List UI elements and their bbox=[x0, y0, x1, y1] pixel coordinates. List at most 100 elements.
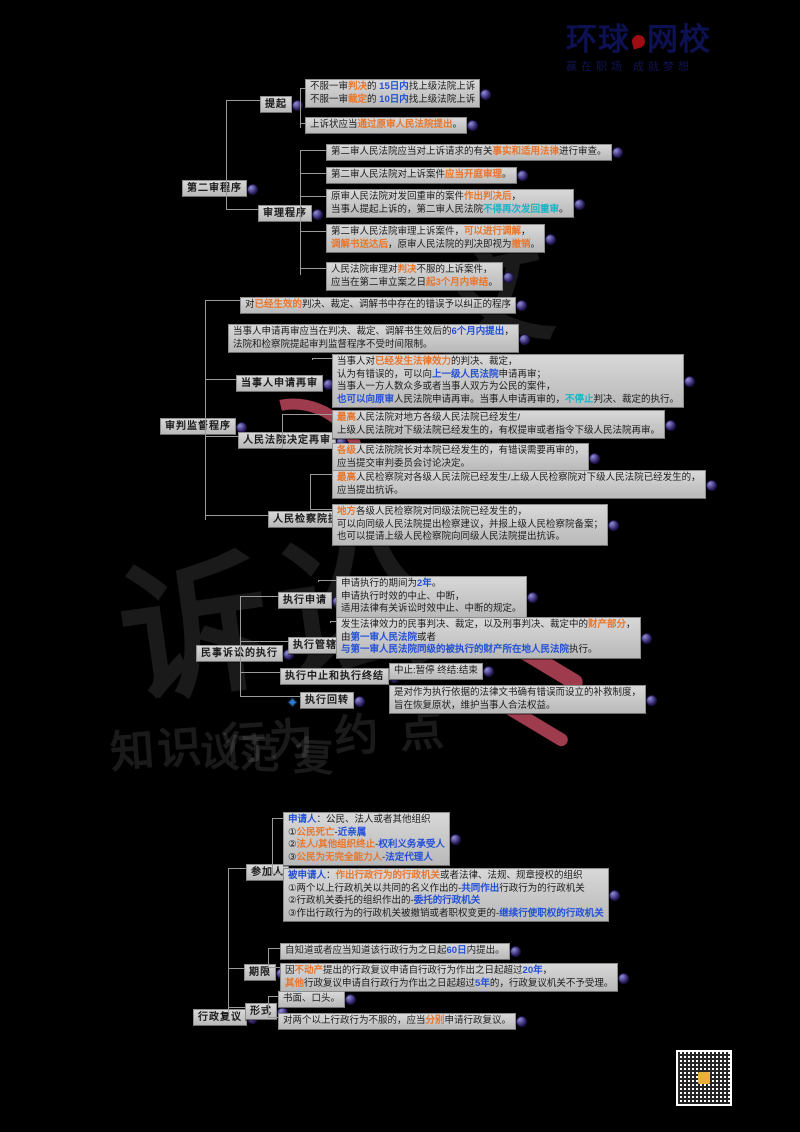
subnode-label-civil-execution-2[interactable]: 执行中止和执行终结 bbox=[280, 668, 389, 685]
branch-label-civil-execution[interactable]: 民事诉讼的执行 bbox=[196, 645, 283, 662]
text-run: 找上级法院上诉 bbox=[408, 81, 476, 92]
connector bbox=[240, 596, 241, 696]
leaf-admin-review-2-0[interactable]: 书面、口头。 bbox=[278, 991, 346, 1008]
text-run: ：公民、法人或者其他组织 bbox=[316, 814, 431, 825]
node-bullet-icon[interactable] bbox=[312, 208, 323, 220]
node-bullet-icon[interactable] bbox=[640, 632, 652, 644]
leaf-second-instance-1-0[interactable]: 第二审人民法院应当对上诉请求的有关事实和适用法律进行审查。 bbox=[326, 144, 612, 161]
text-run: 已经生效的 bbox=[254, 299, 303, 310]
node-bullet-icon[interactable] bbox=[236, 421, 247, 433]
text-run: 进行审查。 bbox=[559, 146, 607, 157]
subnode-label-trial-supervision-1[interactable]: 当事人申请再审 bbox=[236, 375, 323, 392]
node-bullet-icon[interactable] bbox=[526, 591, 538, 603]
subnode-label-civil-execution-3[interactable]: 执行回转 bbox=[300, 692, 354, 709]
node-bullet-icon[interactable] bbox=[345, 994, 357, 1006]
text-run: 起3个月内审结 bbox=[426, 276, 489, 288]
logo-text-right: 网校 bbox=[647, 22, 711, 58]
node-bullet-icon[interactable] bbox=[247, 183, 258, 195]
node-bullet-icon[interactable] bbox=[684, 376, 696, 387]
node-bullet-icon[interactable] bbox=[292, 99, 303, 111]
node-bullet-icon[interactable] bbox=[611, 147, 623, 159]
text-run: 各级人民检察院对同级法院已经发生的， bbox=[356, 506, 528, 517]
leaf-civil-execution-1-0[interactable]: 发生法律效力的民事判决、裁定，以及刑事判决、裁定中的财产部分，由第一审人民法院或… bbox=[336, 617, 641, 659]
leaf-trial-supervision-2-0[interactable]: 最高人民法院对地方各级人民法院已经发生/上级人民法院对下级法院已经发生的，有权提… bbox=[332, 410, 666, 439]
node-bullet-icon[interactable] bbox=[545, 233, 557, 245]
branch-label-admin-review[interactable]: 行政复议 bbox=[193, 1009, 247, 1026]
node-bullet-icon[interactable] bbox=[354, 695, 365, 707]
text-run: 公民死亡 bbox=[296, 826, 335, 838]
leaf-second-instance-1-3[interactable]: 第二审人民法院审理上诉案件，可以进行调解，调解书送达后，原审人民法院的判决即视为… bbox=[326, 224, 546, 253]
node-text-line: 审判监督程序 bbox=[165, 420, 231, 433]
leaf-civil-execution-3-0[interactable]: 是对作为执行依据的法律文书确有错误而设立的补救制度，旨在恢复原状，维护当事人合法… bbox=[389, 685, 647, 714]
node-text-line: ③作出行政行为的行政机关被撤销或者职权变更的-继续行使职权的行政机关 bbox=[288, 908, 604, 921]
text-run: 人民法院申请再审。当事人申请再审的， bbox=[394, 393, 566, 405]
leaf-trial-supervision-1-0[interactable]: 当事人对已经发生法律效力的判决、裁定，认为有错误的，可以向上一级人民法院申请再审… bbox=[332, 354, 685, 408]
text-run: 判决 bbox=[348, 81, 368, 92]
text-run: 权利义务承受人 bbox=[378, 839, 445, 850]
leaf-second-instance-0-0[interactable]: 不服一审判决的 15日内找上级法院上诉不服一审裁定的 10日内找上级法院上诉 bbox=[305, 79, 481, 108]
text-run: ， bbox=[521, 226, 531, 237]
leaf-admin-review-2-1[interactable]: 对两个以上行政行为不服的，应当分别申请行政复议。 bbox=[278, 1013, 517, 1030]
node-bullet-icon[interactable] bbox=[502, 271, 514, 283]
node-bullet-icon[interactable] bbox=[608, 890, 620, 901]
node-bullet-icon[interactable] bbox=[516, 170, 528, 182]
text-run: 或者法律、法规、规章授权的组织 bbox=[440, 870, 583, 881]
leaf-civil-execution-2-0[interactable]: 中止:暂停 终结:结束 bbox=[389, 663, 483, 680]
text-run: 地方 bbox=[337, 506, 357, 517]
leaf-second-instance-1-1[interactable]: 第二审人民法院对上诉案件应当开庭审理。 bbox=[326, 167, 517, 184]
leaf-trial-supervision-0-1[interactable]: 当事人申请再审应当在判决、裁定、调解书生效后的6个月内提出，法院和检察院提起审判… bbox=[228, 324, 519, 353]
node-bullet-icon[interactable] bbox=[518, 333, 530, 345]
branch-label-second-instance[interactable]: 第二审程序 bbox=[182, 180, 247, 197]
subnode-label-second-instance-0[interactable]: 提起 bbox=[260, 96, 292, 113]
leaf-trial-supervision-3-0[interactable]: 最高人民检察院对各级人民法院已经发生/上级人民检察院对下级人民法院已经发生的，应… bbox=[332, 470, 706, 499]
node-bullet-icon[interactable] bbox=[516, 300, 528, 312]
node-bullet-icon[interactable] bbox=[608, 519, 620, 531]
text-run: 人民检察院对各级人民法院已经发生/上级人民检察院对下级人民法院已经发生的， bbox=[356, 472, 701, 483]
node-text-line: 书面、口头。 bbox=[283, 993, 340, 1006]
node-bullet-icon[interactable] bbox=[480, 88, 492, 100]
node-bullet-icon[interactable] bbox=[646, 694, 658, 706]
node-bullet-icon[interactable] bbox=[482, 666, 494, 678]
leaf-admin-review-1-1[interactable]: 因不动产提出的行政复议申请自行政行为作出之日起超过20年，其他行政复议申请自行政… bbox=[280, 963, 619, 992]
leaf-second-instance-0-1[interactable]: 上诉状应当通过原审人民法院提出。 bbox=[305, 117, 468, 134]
node-bullet-icon[interactable] bbox=[589, 452, 601, 464]
subnode-label-trial-supervision-2[interactable]: 人民法院决定再审 bbox=[238, 432, 336, 449]
text-run: ③作出行政行为的行政机关被撤销或者职权变更的- bbox=[288, 907, 500, 919]
subnode-label-admin-review-1[interactable]: 期限 bbox=[244, 964, 276, 981]
leaf-second-instance-1-4[interactable]: 人民法院审理对判决不服的上诉案件，应当在第二审立案之日起3个月内审结。 bbox=[326, 262, 503, 291]
node-bullet-icon[interactable] bbox=[618, 972, 630, 984]
connector bbox=[268, 948, 269, 968]
text-run: 的 bbox=[367, 93, 380, 105]
node-bullet-icon[interactable] bbox=[467, 120, 479, 132]
node-bullet-icon[interactable] bbox=[509, 946, 521, 958]
leaf-trial-supervision-3-1[interactable]: 地方各级人民检察院对同级法院已经发生的，可以向同级人民法院提出检察建议，并报上级… bbox=[332, 504, 609, 546]
text-run: 认为有错误的，可以向 bbox=[337, 368, 433, 380]
node-bullet-icon[interactable] bbox=[516, 1016, 528, 1028]
node-bullet-icon[interactable] bbox=[705, 479, 717, 491]
text-run: 自知道或者应当知道该行政行为之日起 bbox=[285, 945, 447, 956]
node-text-line: 被申请人：作出行政行为的行政机关或者法律、法规、规章授权的组织 bbox=[288, 870, 604, 883]
branch-label-trial-supervision[interactable]: 审判监督程序 bbox=[160, 418, 236, 435]
node-bullet-icon[interactable] bbox=[449, 834, 461, 845]
node-text-line: 调解书送达后，原审人民法院的判决即视为撤销。 bbox=[331, 239, 540, 252]
qr-code[interactable] bbox=[676, 1050, 732, 1106]
subnode-label-civil-execution-0[interactable]: 执行申请 bbox=[278, 592, 332, 609]
node-bullet-icon[interactable] bbox=[573, 198, 585, 210]
node-bullet-icon[interactable] bbox=[665, 419, 677, 431]
subnode-label-admin-review-2[interactable]: 形式 bbox=[245, 1003, 277, 1020]
leaf-second-instance-1-2[interactable]: 原审人民法院对发回重审的案件作出判决后，当事人提起上诉的，第二审人民法院不得再次… bbox=[326, 189, 574, 218]
subnode-label-civil-execution-1[interactable]: 执行管辖 bbox=[288, 637, 342, 654]
text-run: 当事人提起上诉的，第二审人民法院 bbox=[331, 203, 484, 215]
leaf-admin-review-1-0[interactable]: 自知道或者应当知道该行政行为之日起60日内提出。 bbox=[280, 943, 510, 960]
leaf-civil-execution-0-0[interactable]: 申请执行的期间为2年。申请执行时效的中止、中断，适用法律有关诉讼时效中止、中断的… bbox=[336, 576, 527, 618]
leaf-trial-supervision-0-0[interactable]: 对已经生效的判决、裁定、调解书中存在的错误予以纠正的程序 bbox=[240, 297, 517, 314]
subnode-label-second-instance-1[interactable]: 审理程序 bbox=[258, 205, 312, 222]
text-run: 调解书送达后 bbox=[331, 238, 389, 250]
text-run: 行政复议申请自行政行为作出之日起超过 bbox=[304, 977, 476, 989]
connector bbox=[240, 641, 288, 642]
text-run: 审理程序 bbox=[263, 208, 307, 219]
text-run: 撤销 bbox=[511, 238, 531, 250]
leaf-trial-supervision-2-1[interactable]: 各级人民法院院长对本院已经发生的，有错误需要再审的，应当提交审判委员会讨论决定。 bbox=[332, 443, 590, 472]
